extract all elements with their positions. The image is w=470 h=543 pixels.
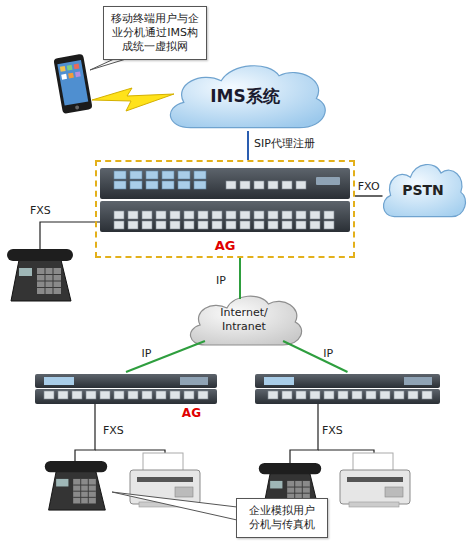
cloud-outline [384,165,466,217]
connector-label: IP [323,347,333,360]
smartphone [53,54,92,114]
connector-line [247,131,249,160]
port-label: FXS [322,424,343,437]
callout-box: 企业模拟用户 分机与传真机 [236,498,328,538]
connector-line [126,341,205,372]
gateway-device [255,374,440,388]
gateway-device [44,377,74,385]
cloud-label: PSTN [402,181,444,199]
cloud-outline [170,66,325,128]
gateway-device [100,168,350,199]
callout-text: 移动终端用户与企 业分机通过IMS构 成统一虚拟网 [110,12,200,55]
desk-phone [45,461,107,510]
callout-tail [90,59,126,70]
cloud-label: IMS系统 [210,85,280,107]
connector-line [355,195,383,197]
gateway-device [255,389,440,404]
smartphone [74,64,80,70]
wireless-bolt [92,88,174,111]
smartphone [57,60,88,106]
connector-label: IP [141,347,151,360]
gateway-device [266,390,434,400]
callout-tail [112,492,237,520]
connector-line [239,258,241,299]
gateway-label: AG [215,238,236,255]
pstn-cloud: PSTN [378,158,468,222]
port-label: FXS [103,424,124,437]
desk-phone [7,249,73,301]
gateway-device [316,177,340,185]
internet-cloud: Internet/ Intranet [183,290,305,350]
gateway-device [35,374,217,388]
port-label: FXS [30,204,51,217]
gateway-label: AG [182,406,201,422]
connector-line [283,341,347,372]
connector-label: FXO [358,180,380,193]
gateway-device [255,374,440,404]
fxs-wire [290,404,318,463]
gateway-device [100,168,350,232]
gateway-device-box: AG [35,372,217,422]
smartphone [67,65,73,71]
cloud-label: Internet/ Intranet [213,306,275,335]
gateway-device [42,390,210,400]
fxs-wire [40,222,100,250]
smartphone [60,66,66,72]
gateway-device [35,389,217,404]
gateway-device [100,201,350,232]
gateway-device [35,374,217,404]
gateway-device [180,377,208,385]
callout-text: 企业模拟用户 分机与传真机 [245,504,319,533]
fxs-wire [75,404,95,461]
smartphone [75,71,81,77]
cloud-outline [190,296,301,345]
smartphone [68,73,74,79]
connector-label: SIP代理注册 [254,137,315,150]
gateway-device [264,377,294,385]
gateway-device [404,377,432,385]
gateway-device [112,210,336,230]
gateway-device [224,180,308,190]
gateway-device [112,170,208,190]
smartphone [53,54,92,114]
smartphone [75,105,80,110]
fax-machine [340,453,410,507]
ims-cloud: IMS系统 [160,58,330,134]
gateway-device-box [255,372,440,406]
callout-box: 移动终端用户与企 业分机通过IMS构 成统一虚拟网 [103,6,207,60]
gateway-group: AG [95,160,355,258]
smartphone [61,74,67,80]
connector-label: IP [216,274,226,287]
